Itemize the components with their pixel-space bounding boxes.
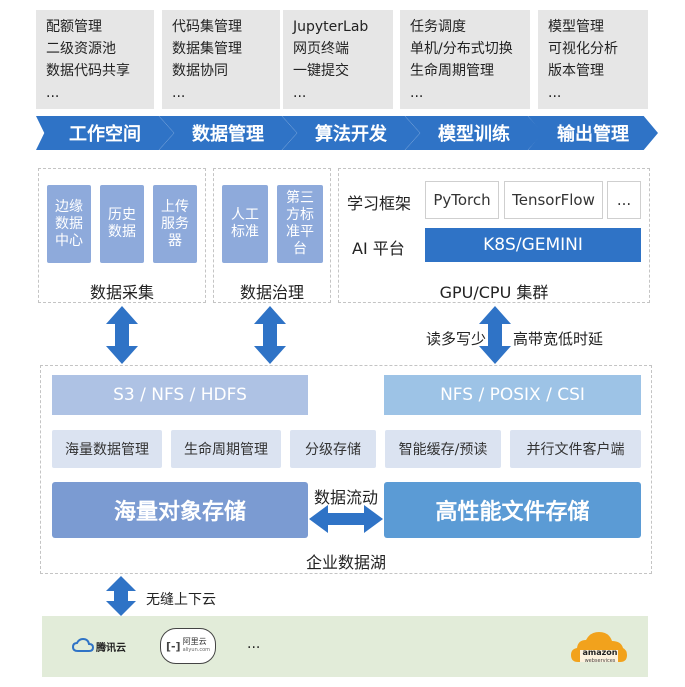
tensorflow-box: TensorFlow xyxy=(504,181,603,219)
pytorch-box: PyTorch xyxy=(425,181,499,219)
feature-tiered-storage: 分级存储 xyxy=(290,430,376,468)
double-arrow-icon xyxy=(106,576,136,616)
object-protocols-bar: S3 / NFS / HDFS xyxy=(52,375,308,415)
feature-line: ... xyxy=(548,85,562,101)
pipeline-step-workspace: 工作空间 xyxy=(36,116,174,150)
tencent-cloud-icon xyxy=(72,638,94,652)
file-protocols-bar: NFS / POSIX / CSI xyxy=(384,375,641,415)
pipeline-step-output: 输出管理 xyxy=(528,116,658,150)
feature-line: ... xyxy=(293,85,307,101)
pipeline-step-data-management: 数据管理 xyxy=(159,116,297,150)
aliyun-name: 阿里云 xyxy=(182,637,207,646)
k8s-gemini-bar: K8S/GEMINI xyxy=(425,228,641,262)
data-governance-group xyxy=(213,168,331,303)
feature-line: ... xyxy=(410,85,424,101)
data-collection-caption: 数据采集 xyxy=(89,283,154,302)
double-arrow-icon xyxy=(106,306,138,364)
pipeline-step-training: 模型训练 xyxy=(405,116,543,150)
workspace-features: 配额管理 二级资源池 数据代码共享 ... xyxy=(36,10,154,109)
manual-standard-chip: 人工标准 xyxy=(222,185,268,263)
object-storage-block: 海量对象存储 xyxy=(52,482,308,538)
feature-line: 可视化分析 xyxy=(548,41,618,57)
feature-line: 数据集管理 xyxy=(172,41,242,57)
seamless-cloud-label: 无缝上下云 xyxy=(146,592,216,608)
pipeline-step-algorithm: 算法开发 xyxy=(282,116,420,150)
feature-line: 任务调度 xyxy=(410,19,466,35)
upload-server-chip: 上传服务器 xyxy=(153,185,197,263)
tencent-cloud-name: 腾讯云 xyxy=(96,642,126,654)
amazon-subtitle: webservices xyxy=(584,658,616,664)
read-more-write-less-label: 读多写少 xyxy=(426,330,487,348)
data-management-features: 代码集管理 数据集管理 数据协同 ... xyxy=(162,10,280,109)
feature-parallel-client: 并行文件客户端 xyxy=(510,430,641,468)
algorithm-features: JupyterLab 网页终端 一键提交 ... xyxy=(283,10,393,109)
amazon-cloud-icon xyxy=(571,632,627,662)
feature-line: 生命周期管理 xyxy=(410,63,494,79)
feature-lifecycle-mgmt: 生命周期管理 xyxy=(171,430,281,468)
feature-line: 配额管理 xyxy=(46,19,102,35)
feature-line: 网页终端 xyxy=(293,41,349,57)
data-collection-group xyxy=(38,168,206,303)
feature-line: ... xyxy=(172,85,186,101)
feature-mass-data-mgmt: 海量数据管理 xyxy=(52,430,162,468)
more-frameworks-box: ... xyxy=(607,181,641,219)
framework-label: 学习框架 xyxy=(347,194,412,213)
gpu-cpu-cluster-caption: GPU/CPU 集群 xyxy=(439,283,549,302)
third-party-standard-chip: 第三方标准平台 xyxy=(277,185,323,263)
aliyun-bracket-icon: [-] xyxy=(165,639,181,653)
feature-line: 版本管理 xyxy=(548,63,604,79)
enterprise-data-lake-caption: 企业数据湖 xyxy=(305,553,386,572)
data-governance-caption: 数据治理 xyxy=(239,283,304,302)
feature-line: 一键提交 xyxy=(293,63,349,79)
data-flow-label: 数据流动 xyxy=(314,488,379,507)
high-bandwidth-label: 高带宽低时延 xyxy=(513,330,604,348)
feature-line: 二级资源池 xyxy=(46,41,116,57)
compute-cluster-group xyxy=(338,168,650,303)
feature-line: ... xyxy=(46,85,60,101)
output-features: 模型管理 可视化分析 版本管理 ... xyxy=(538,10,648,109)
tencent-cloud-logo: 腾讯云 xyxy=(70,628,128,664)
double-arrow-icon xyxy=(254,306,286,364)
feature-line: 数据代码共享 xyxy=(46,63,130,79)
feature-line: 单机/分布式切换 xyxy=(410,41,513,57)
file-storage-block: 高性能文件存储 xyxy=(384,482,641,538)
aliyun-logo: [-] 阿里云 aliyun.com xyxy=(159,626,217,666)
edge-datacenter-chip: 边缘数据中心 xyxy=(47,185,91,263)
training-features: 任务调度 单机/分布式切换 生命周期管理 ... xyxy=(400,10,530,109)
ai-platform-label: AI 平台 xyxy=(352,239,405,258)
feature-line: 数据协同 xyxy=(172,63,228,79)
history-data-chip: 历史数据 xyxy=(100,185,144,263)
feature-smart-cache: 智能缓存/预读 xyxy=(385,430,501,468)
cloud-providers-band xyxy=(42,616,648,677)
feature-line: 代码集管理 xyxy=(172,19,242,35)
more-clouds-ellipsis: ... xyxy=(247,636,261,652)
aliyun-domain: aliyun.com xyxy=(182,647,211,653)
amazon-web-services-logo: amazon webservices xyxy=(570,628,628,668)
feature-line: JupyterLab xyxy=(293,19,369,35)
feature-line: 模型管理 xyxy=(548,19,604,35)
amazon-name: amazon xyxy=(582,648,618,657)
enterprise-data-lake-group xyxy=(40,365,652,574)
